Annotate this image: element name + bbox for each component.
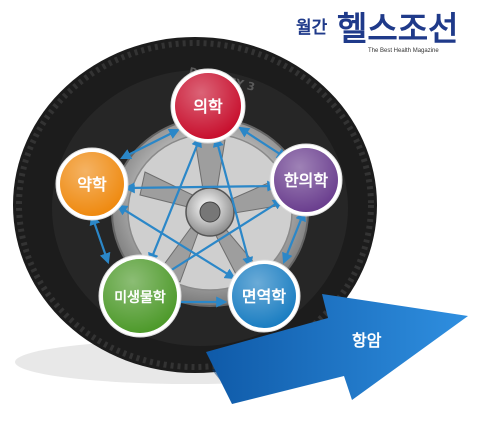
node-microbiology: 미생물학 — [98, 254, 182, 338]
connector-pentagon-2 — [238, 126, 288, 160]
node-label: 약학 — [77, 175, 107, 194]
node-label: 한의학 — [284, 171, 328, 190]
node-shine — [232, 264, 296, 328]
masthead-prefix: 월간 — [296, 18, 328, 38]
node-label: 의학 — [193, 97, 223, 116]
connector-lines — [89, 126, 306, 308]
masthead: 월간 헬스조선 The Best Health Magazine — [296, 9, 458, 54]
node-immunology: 면역학 — [227, 259, 301, 333]
masthead-title: 헬스조선 — [337, 9, 458, 48]
tire-tread — [16, 40, 374, 370]
node-shine — [274, 148, 338, 212]
connector-star-5 — [160, 198, 284, 278]
anticancer-arrow: 항암 — [206, 294, 468, 404]
node-oriental-medicine: 한의학 — [269, 143, 343, 217]
node-pharmacy: 약학 — [55, 147, 129, 221]
node-medicine: 의학 — [170, 68, 246, 144]
arrow-label: 항암 — [352, 331, 382, 350]
wheel-cap — [199, 201, 221, 223]
arrow-shape — [206, 294, 468, 404]
connector-star-3 — [123, 180, 279, 194]
connector-pentagon-3 — [282, 209, 306, 265]
node-shine — [60, 152, 124, 216]
node-shine — [103, 259, 177, 333]
node-label: 미생물학 — [114, 290, 166, 306]
connector-pentagon-5 — [89, 213, 111, 265]
node-shine — [175, 73, 241, 139]
masthead-tagline: The Best Health Magazine — [368, 48, 439, 54]
node-label: 면역학 — [242, 287, 286, 306]
